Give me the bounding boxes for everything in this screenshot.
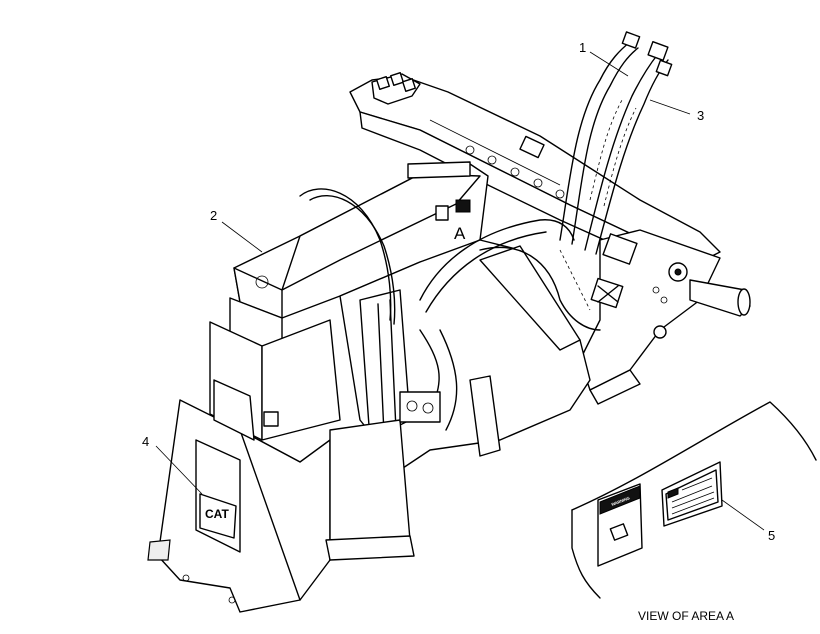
leader-5 bbox=[721, 499, 765, 531]
control-beam bbox=[349, 71, 751, 405]
callouts: 1 2 3 4 5 bbox=[142, 40, 775, 543]
inset-view-area-a: WARNING VIEW OF AREA A bbox=[571, 401, 817, 623]
callout-5: 5 bbox=[768, 528, 775, 543]
callout-3: 3 bbox=[697, 108, 704, 123]
leader-2 bbox=[221, 221, 263, 253]
leader-1 bbox=[589, 51, 629, 77]
hose-bundle bbox=[559, 31, 673, 255]
area-a-label: A bbox=[454, 224, 466, 243]
leader-4 bbox=[155, 445, 203, 495]
warning-decal-text: WARNING bbox=[611, 495, 631, 507]
front-housing: CAT bbox=[147, 379, 415, 613]
callout-1: 1 bbox=[579, 40, 586, 55]
callout-4: 4 bbox=[142, 434, 149, 449]
machine-hoses bbox=[299, 188, 601, 431]
callout-2: 2 bbox=[210, 208, 217, 223]
view-label: VIEW OF AREA A bbox=[638, 609, 734, 623]
cat-logo: CAT bbox=[205, 507, 229, 521]
leader-3 bbox=[649, 99, 691, 115]
